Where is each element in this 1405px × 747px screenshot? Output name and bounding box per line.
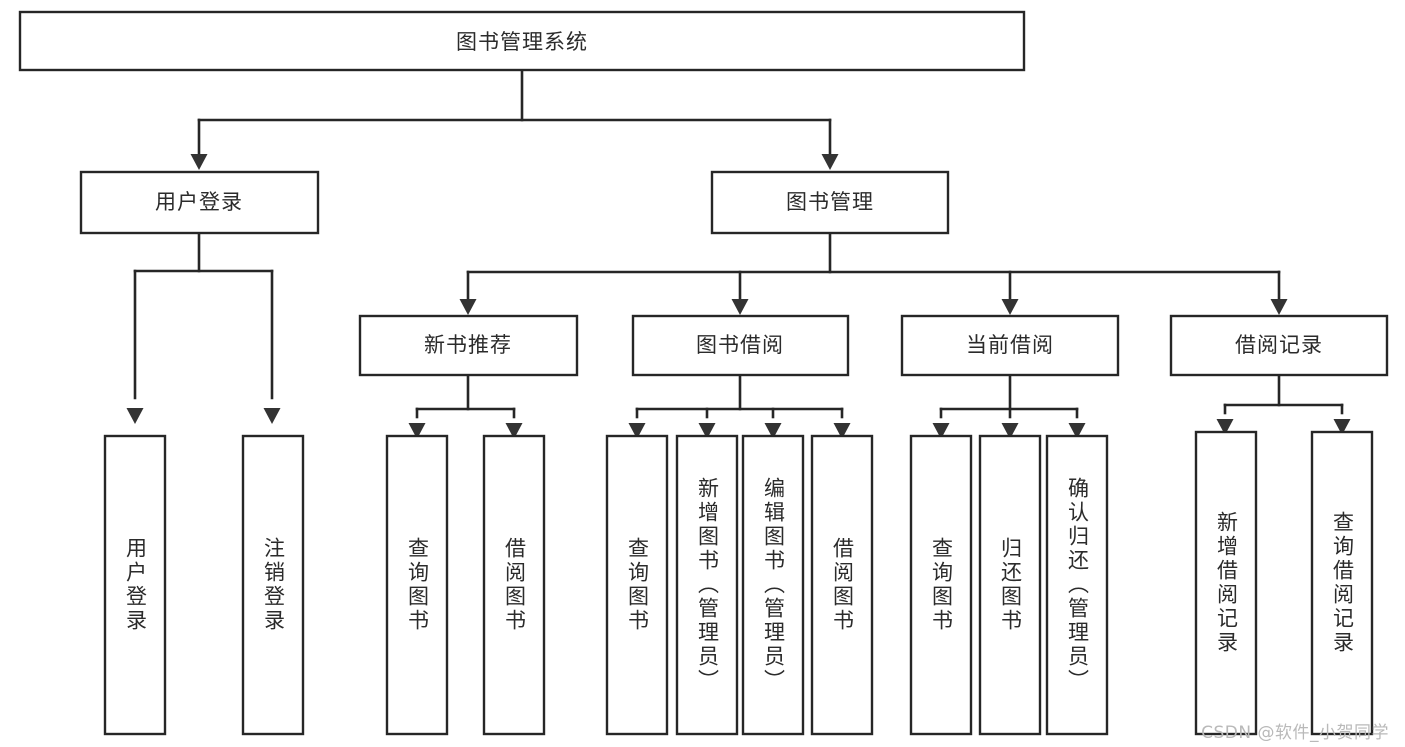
node-borrow-record-label: 借阅记录: [1235, 333, 1323, 357]
node-leaf[interactable]: [1194, 430, 1258, 736]
node-leaf[interactable]: [810, 434, 874, 736]
node-leaf[interactable]: [241, 434, 305, 736]
node-book-borrow-label: 图书借阅: [696, 333, 784, 357]
node-book-management-label: 图书管理: [786, 190, 874, 214]
node-leaf[interactable]: [1045, 434, 1109, 736]
connector-bookborrow-to-leaves: [628, 373, 851, 439]
node-book-management[interactable]: [710, 170, 950, 235]
node-new-book-recommend[interactable]: [358, 314, 579, 377]
node-leaf[interactable]: [103, 434, 167, 736]
node-user-login-label: 用户登录: [155, 190, 243, 214]
node-current-borrow-label: 当前借阅: [966, 333, 1054, 357]
connector-bookmgmt-to-level3: [459, 231, 1288, 315]
node-leaf[interactable]: [978, 434, 1042, 736]
node-leaf[interactable]: [741, 434, 805, 736]
connector-currentborrow-to-leaves: [932, 373, 1086, 439]
node-user-login[interactable]: [79, 170, 320, 235]
node-root-label: 图书管理系统: [456, 30, 588, 54]
node-root[interactable]: [18, 10, 1026, 72]
node-leaf[interactable]: [675, 434, 739, 736]
node-leaf[interactable]: [482, 434, 546, 736]
node-leaf[interactable]: [909, 434, 973, 736]
connector-borrowrecord-to-leaves: [1216, 373, 1351, 435]
connector-userlogin-to-leaves: [126, 231, 281, 424]
connector-newbook-to-leaves: [408, 373, 523, 439]
watermark: CSDN @软件_小贺同学: [1201, 723, 1389, 743]
connector-root-to-level2: [190, 68, 839, 170]
node-leaf[interactable]: [385, 434, 449, 736]
node-book-borrow[interactable]: [631, 314, 850, 377]
node-leaf[interactable]: [1310, 430, 1374, 736]
node-new-book-recommend-label: 新书推荐: [424, 333, 512, 357]
node-current-borrow[interactable]: [900, 314, 1120, 377]
node-leaf[interactable]: [605, 434, 669, 736]
node-borrow-record[interactable]: [1169, 314, 1389, 377]
